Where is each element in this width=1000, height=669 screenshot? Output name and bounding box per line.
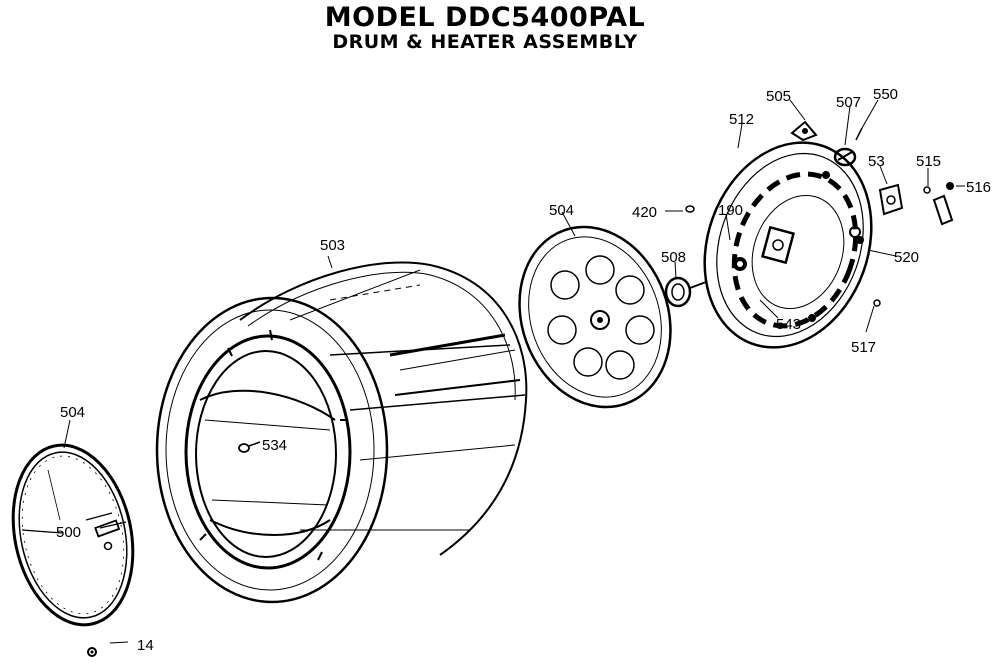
rear-drum-seal — [518, 225, 672, 409]
dryer-drum — [155, 261, 528, 604]
callout-520: 520 — [894, 249, 919, 266]
callout-500: 500 — [56, 524, 81, 541]
callout-517: 517 — [851, 339, 876, 356]
callout-512: 512 — [729, 111, 754, 128]
thermostat-screw — [855, 127, 863, 141]
rear-bulkhead-heater — [703, 141, 873, 349]
callout-550: 550 — [873, 86, 898, 103]
felt-seal-clip — [94, 519, 121, 551]
callout-190: 190 — [718, 202, 743, 219]
heater-terminal — [790, 120, 818, 142]
thermal-fuse — [923, 182, 954, 226]
callout-53: 53 — [868, 153, 885, 170]
clip-517 — [873, 299, 881, 307]
callout-515: 515 — [916, 153, 941, 170]
callout-516: 516 — [966, 179, 991, 196]
diagram-title: MODEL DDC5400PAL — [324, 2, 646, 33]
bearing-screw — [685, 205, 695, 213]
drum-bearing — [664, 276, 707, 308]
callout-508: 508 — [661, 249, 686, 266]
callout-14: 14 — [137, 637, 154, 654]
callout-505: 505 — [766, 88, 791, 105]
callout-534: 534 — [262, 437, 287, 454]
drum-baffle-screw — [238, 441, 261, 453]
diagram-subtitle: DRUM & HEATER ASSEMBLY — [332, 31, 638, 53]
callout-504-front-seal: 504 — [60, 404, 85, 421]
leader-lines — [63, 99, 965, 644]
callout-420: 420 — [632, 204, 657, 221]
callout-507: 507 — [836, 94, 861, 111]
callout-504-rear-seal: 504 — [549, 202, 574, 219]
callout-503: 503 — [320, 237, 345, 254]
front-seal-ring — [11, 443, 135, 627]
callout-543: 543 — [776, 316, 801, 333]
bearing-nut — [87, 647, 97, 657]
heater-bracket — [878, 183, 904, 216]
thermostat — [833, 147, 857, 167]
